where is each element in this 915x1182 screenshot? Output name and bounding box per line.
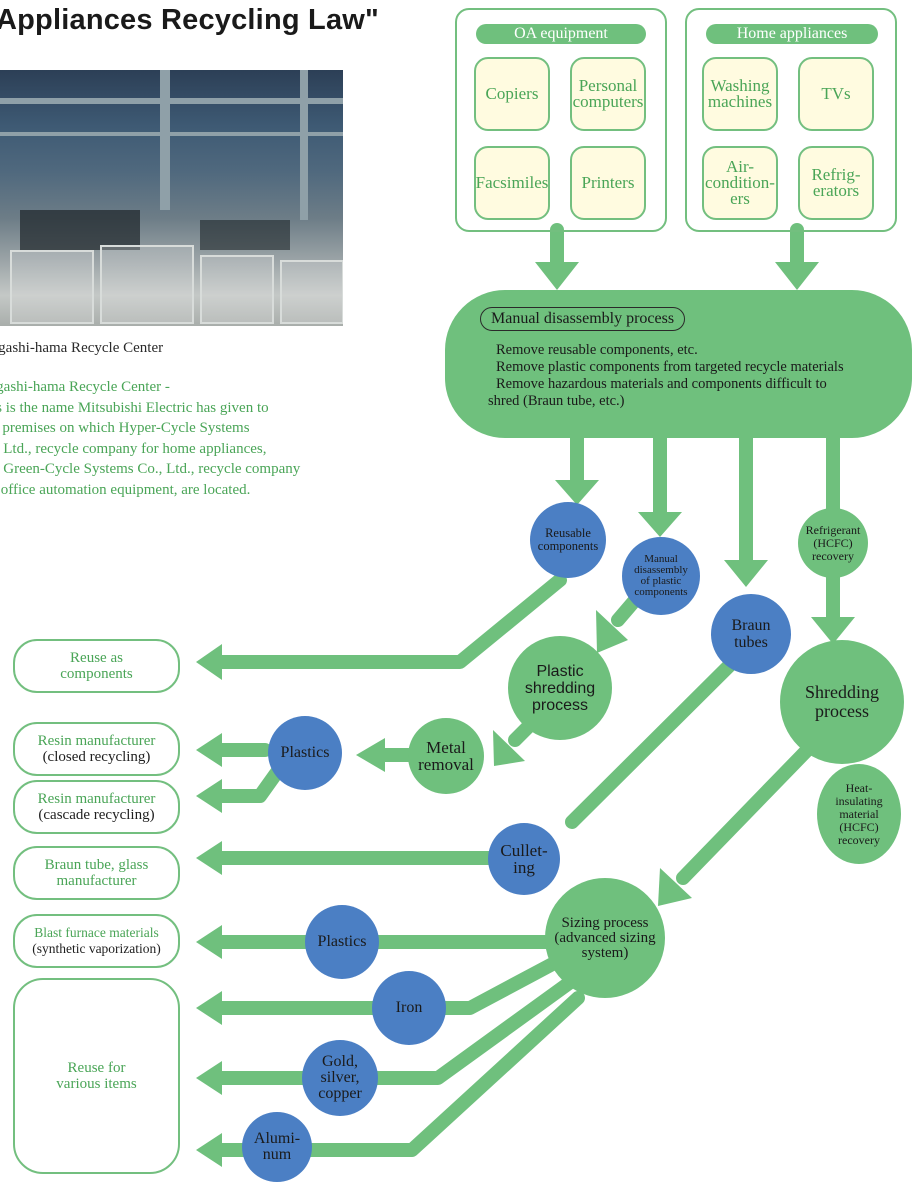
resin-cascade-destination: Resin manufacturer (cascade recycling) xyxy=(13,780,180,834)
reuse-various-label: Reuse for various items xyxy=(56,1060,137,1092)
blast-furnace-destination: Blast furnace materials (synthetic vapor… xyxy=(13,914,180,968)
sizing-process-node: Sizing process (advanced sizing system) xyxy=(545,878,665,998)
resin-closed-label: Resin manufacturer xyxy=(37,733,156,749)
plastic-shredding-node: Plastic shredding process xyxy=(508,636,612,740)
iron-node: Iron xyxy=(372,971,446,1045)
air-conditioners-box: Air-condition-ers xyxy=(702,146,778,220)
blast-furnace-sub: (synthetic vaporization) xyxy=(32,941,161,956)
culleting-node: Cullet-ing xyxy=(488,823,560,895)
reuse-various-destination: Reuse for various items xyxy=(13,978,180,1174)
washing-machines-box: Washing machines xyxy=(702,57,778,131)
facsimiles-box: Facsimiles xyxy=(474,146,550,220)
reuse-components-label: Reuse as components xyxy=(60,650,133,682)
personal-computers-box: Personal computers xyxy=(570,57,646,131)
braun-tubes-node: Braun tubes xyxy=(711,594,791,674)
braun-glass-destination: Braun tube, glass manufacturer xyxy=(13,846,180,900)
metal-removal-node: Metal removal xyxy=(408,718,484,794)
gold-silver-copper-node: Gold, silver, copper xyxy=(302,1040,378,1116)
reuse-components-destination: Reuse as components xyxy=(13,639,180,693)
reusable-components-node: Reusable components xyxy=(530,502,606,578)
manual-step-2: Remove plastic components from targeted … xyxy=(496,359,844,375)
oa-equipment-title: OA equipment xyxy=(476,24,646,44)
tvs-box: TVs xyxy=(798,57,874,131)
heat-insulating-recovery-node: Heat-insulating material (HCFC) recovery xyxy=(817,764,901,864)
manual-step-3: Remove hazardous materials and component… xyxy=(496,376,827,392)
resin-cascade-sub: (cascade recycling) xyxy=(38,807,155,823)
aluminum-node: Alumi-num xyxy=(242,1112,312,1182)
recycle-center-photo xyxy=(0,70,343,326)
resin-closed-destination: Resin manufacturer (closed recycling) xyxy=(13,722,180,776)
photo-caption: igashi-hama Recycle Center xyxy=(0,340,164,356)
home-appliances-title: Home appliances xyxy=(706,24,878,44)
blast-furnace-label: Blast furnace materials xyxy=(34,925,159,940)
home-appliances-group xyxy=(685,8,897,232)
manual-step-1: Remove reusable components, etc. xyxy=(496,342,698,358)
braun-glass-label: Braun tube, glass manufacturer xyxy=(44,857,149,889)
refrigerators-box: Refrig-erators xyxy=(798,146,874,220)
refrigerant-recovery-node: Refrigerant (HCFC) recovery xyxy=(798,508,868,578)
manual-step-4: shred (Braun tube, etc.) xyxy=(488,393,625,409)
plastics-node-blast: Plastics xyxy=(305,905,379,979)
plastics-node-closed: Plastics xyxy=(268,716,342,790)
printers-box: Printers xyxy=(570,146,646,220)
copiers-box: Copiers xyxy=(474,57,550,131)
shredding-process-node: Shredding process xyxy=(780,640,904,764)
resin-cascade-label: Resin manufacturer xyxy=(37,791,156,807)
page-title: Appliances Recycling Law" xyxy=(0,4,379,36)
center-description: igashi-hama Recycle Center - is is the n… xyxy=(0,379,301,498)
oa-equipment-group xyxy=(455,8,667,232)
manual-disassembly-title: Manual disassembly process xyxy=(480,307,686,331)
resin-closed-sub: (closed recycling) xyxy=(42,749,151,765)
manual-plastic-disassembly-node: Manual disassembly of plastic components xyxy=(622,537,700,615)
